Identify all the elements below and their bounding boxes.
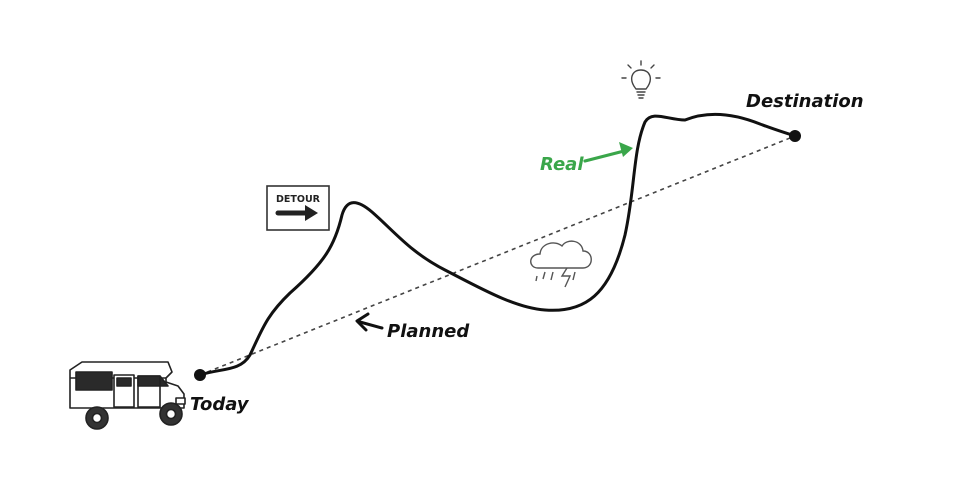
storm-cloud-icon — [530, 240, 592, 288]
start-point — [194, 369, 206, 381]
planned-arrow — [355, 312, 384, 332]
end-point — [789, 130, 801, 142]
rv-camper-icon — [69, 361, 186, 430]
real-path — [198, 112, 797, 377]
planned-label: Planned — [387, 321, 470, 342]
detour-sign-text: DETOUR — [276, 194, 321, 205]
planned-path — [199, 135, 796, 376]
detour-sign-icon: DETOUR — [266, 185, 330, 231]
real-arrow — [583, 142, 633, 163]
lightbulb-icon — [621, 60, 661, 99]
start-label: Today — [190, 394, 250, 415]
real-label: Real — [540, 154, 584, 175]
end-label: Destination — [746, 91, 864, 112]
